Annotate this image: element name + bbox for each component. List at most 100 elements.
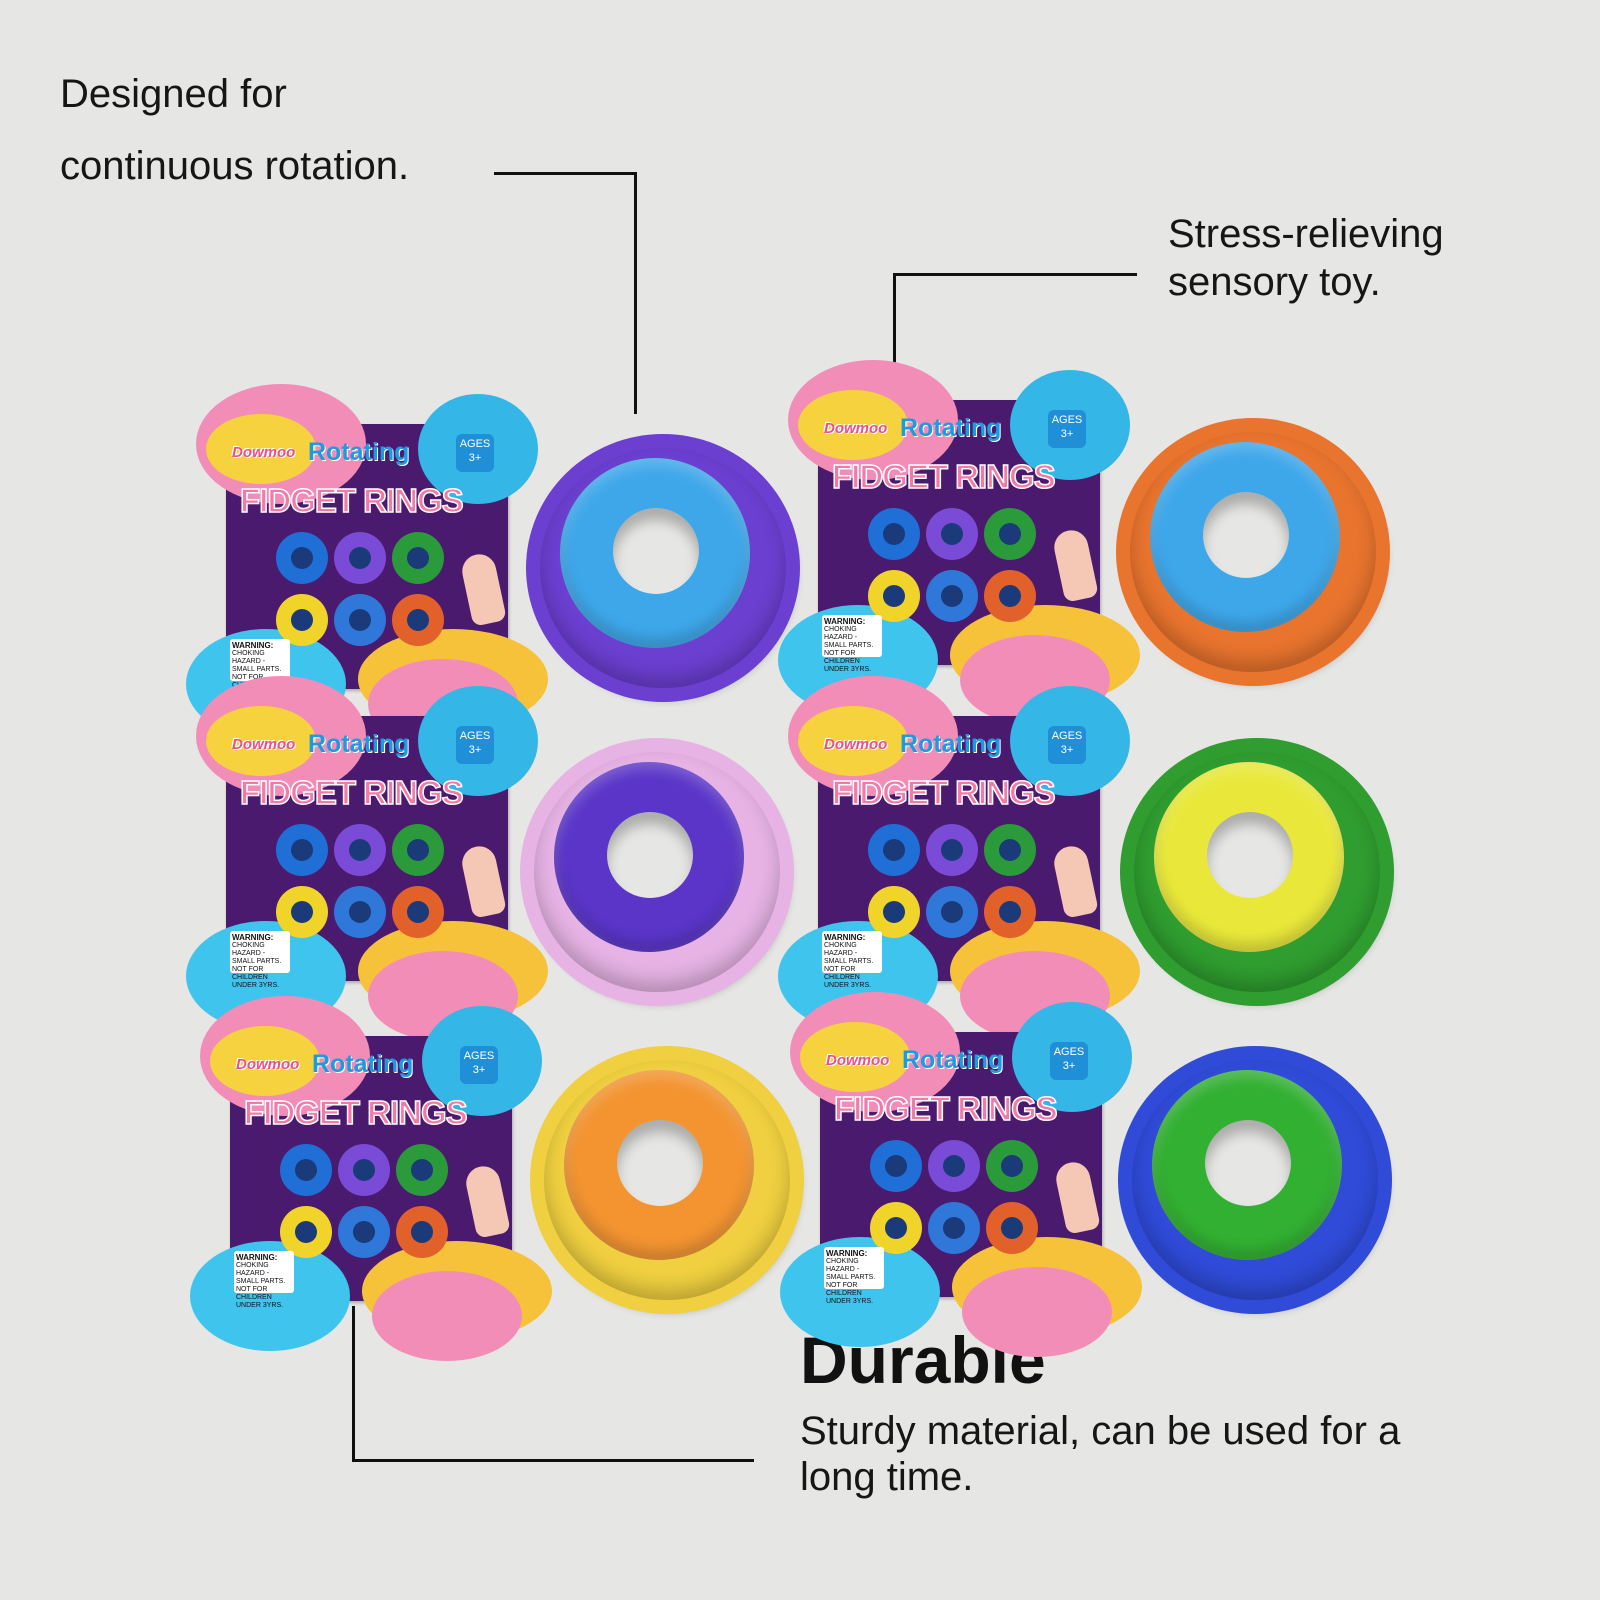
- package-ring-illustration: [276, 824, 446, 938]
- package-title: FIDGET RINGS: [831, 773, 1056, 812]
- mini-ring-icon: [276, 886, 328, 938]
- package-title: FIDGET RINGS: [243, 1093, 468, 1132]
- durable-line1: Sturdy material, can be used for a: [800, 1409, 1401, 1453]
- warning-text: CHOKING HAZARD - SMALL PARTS. NOT FOR CH…: [824, 942, 874, 990]
- package-warning: WARNING: CHOKING HAZARD - SMALL PARTS. N…: [822, 615, 882, 673]
- package-title: FIDGET RINGS: [239, 773, 464, 812]
- warning-text: CHOKING HAZARD - SMALL PARTS. NOT FOR CH…: [236, 1262, 286, 1310]
- fidget-ring-inner-band: [560, 458, 750, 648]
- mini-ring-icon: [392, 886, 444, 938]
- age-badge-value: 3+: [468, 743, 482, 756]
- package-swoosh: [372, 1271, 522, 1361]
- age-badge-label: AGES: [1053, 1046, 1085, 1058]
- fidget-ring-hole: [1205, 1120, 1291, 1206]
- mini-ring-icon: [868, 824, 920, 876]
- age-badge-label: AGES: [459, 730, 491, 742]
- mini-ring-icon: [870, 1140, 922, 1192]
- hand-illustration: [1051, 527, 1099, 603]
- package-swoosh: [800, 1022, 910, 1092]
- mini-ring-icon: [280, 1206, 332, 1258]
- mini-ring-icon: [334, 886, 386, 938]
- product-package: Dowmoo Rotating AGES 3+ FIDGET RINGS WAR…: [778, 360, 1140, 725]
- package-age-badge: AGES 3+: [460, 1046, 498, 1084]
- stress-callout: Stress-relieving sensory toy.: [1168, 210, 1444, 306]
- fidget-ring-hole: [1207, 812, 1293, 898]
- mini-ring-icon: [868, 886, 920, 938]
- age-badge-label: AGES: [1051, 730, 1083, 742]
- product-package: Dowmoo Rotating AGES 3+ FIDGET RINGS WAR…: [186, 384, 548, 749]
- package-ring-illustration: [870, 1140, 1040, 1254]
- package-title: FIDGET RINGS: [833, 1089, 1058, 1128]
- mini-ring-icon: [392, 594, 444, 646]
- package-ring-illustration: [868, 508, 1038, 622]
- rotation-callout: Designed for continuous rotation.: [60, 70, 409, 190]
- fidget-ring: [526, 744, 788, 1000]
- mini-ring-icon: [984, 824, 1036, 876]
- mini-ring-icon: [334, 532, 386, 584]
- fidget-ring-inner-band: [1154, 762, 1344, 952]
- package-title: FIDGET RINGS: [239, 481, 464, 520]
- mini-ring-icon: [392, 824, 444, 876]
- mini-ring-icon: [868, 508, 920, 560]
- durable-connector-h: [352, 1459, 754, 1462]
- age-badge-value: 3+: [468, 451, 482, 464]
- product-package: Dowmoo Rotating AGES 3+ FIDGET RINGS WAR…: [190, 996, 552, 1361]
- fidget-ring-hole: [1203, 492, 1289, 578]
- package-age-badge: AGES 3+: [1050, 1042, 1088, 1080]
- warning-title: WARNING:: [824, 617, 866, 626]
- package-brand: Dowmoo: [232, 736, 296, 753]
- mini-ring-icon: [870, 1202, 922, 1254]
- mini-ring-icon: [984, 886, 1036, 938]
- package-warning: WARNING: CHOKING HAZARD - SMALL PARTS. N…: [230, 639, 290, 697]
- package-subtitle: Rotating: [308, 730, 410, 758]
- package-warning: WARNING: CHOKING HAZARD - SMALL PARTS. N…: [234, 1251, 294, 1309]
- package-ring-illustration: [868, 824, 1038, 938]
- age-badge-value: 3+: [472, 1063, 486, 1076]
- package-title: FIDGET RINGS: [831, 457, 1056, 496]
- product-package: Dowmoo Rotating AGES 3+ FIDGET RINGS WAR…: [186, 676, 548, 1041]
- product-package: Dowmoo Rotating AGES 3+ FIDGET RINGS WAR…: [778, 676, 1140, 1041]
- age-badge-label: AGES: [1051, 414, 1083, 426]
- rotation-connector-h: [494, 172, 636, 175]
- package-age-badge: AGES 3+: [456, 726, 494, 764]
- age-badge-label: AGES: [459, 438, 491, 450]
- mini-ring-icon: [338, 1206, 390, 1258]
- package-subtitle: Rotating: [900, 730, 1002, 758]
- age-badge-value: 3+: [1060, 427, 1074, 440]
- fidget-ring-hole: [607, 812, 693, 898]
- package-swoosh: [962, 1267, 1112, 1357]
- fidget-ring-inner-band: [554, 762, 744, 952]
- mini-ring-icon: [276, 824, 328, 876]
- age-badge-value: 3+: [1062, 1059, 1076, 1072]
- warning-text: CHOKING HAZARD - SMALL PARTS. NOT FOR CH…: [232, 942, 282, 990]
- package-brand: Dowmoo: [236, 1056, 300, 1073]
- stress-connector-v: [893, 273, 896, 399]
- package-warning: WARNING: CHOKING HAZARD - SMALL PARTS. N…: [822, 931, 882, 989]
- package-brand: Dowmoo: [824, 420, 888, 437]
- mini-ring-icon: [926, 824, 978, 876]
- package-ring-illustration: [280, 1144, 450, 1258]
- warning-title: WARNING:: [232, 933, 274, 942]
- fidget-ring-inner-band: [564, 1070, 754, 1260]
- mini-ring-icon: [926, 508, 978, 560]
- mini-ring-icon: [984, 508, 1036, 560]
- mini-ring-icon: [276, 532, 328, 584]
- package-swoosh: [798, 706, 908, 776]
- package-brand: Dowmoo: [826, 1052, 890, 1069]
- package-swoosh: [798, 390, 908, 460]
- package-subtitle: Rotating: [900, 414, 1002, 442]
- hand-illustration: [463, 1163, 511, 1239]
- mini-ring-icon: [984, 570, 1036, 622]
- durable-description: Sturdy material, can be used for a long …: [800, 1408, 1400, 1500]
- hand-illustration: [1051, 843, 1099, 919]
- package-subtitle: Rotating: [308, 438, 410, 466]
- warning-text: CHOKING HAZARD - SMALL PARTS. NOT FOR CH…: [824, 626, 874, 674]
- package-warning: WARNING: CHOKING HAZARD - SMALL PARTS. N…: [230, 931, 290, 989]
- mini-ring-icon: [926, 886, 978, 938]
- fidget-ring: [1124, 1052, 1386, 1308]
- durable-connector-v: [352, 1306, 355, 1462]
- package-swoosh: [206, 414, 316, 484]
- package-age-badge: AGES 3+: [456, 434, 494, 472]
- rotation-callout-line1: Designed for: [60, 72, 287, 116]
- fidget-ring: [532, 440, 794, 696]
